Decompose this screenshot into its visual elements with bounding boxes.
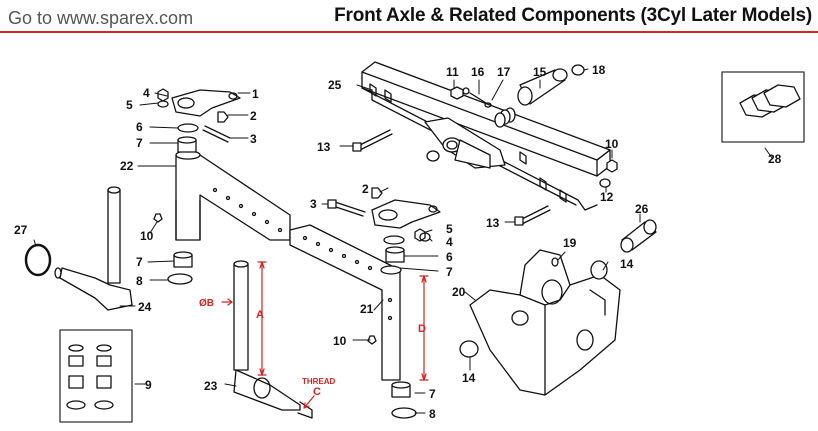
dust-seal-part[interactable] [24, 243, 52, 277]
thrust-washer-part[interactable] [177, 123, 199, 133]
callout-21: 21 [360, 302, 374, 316]
bolt-part[interactable] [202, 125, 231, 143]
callout-19: 19 [563, 236, 577, 250]
thrust-washer-part[interactable] [383, 235, 405, 245]
bolt-part[interactable] [327, 199, 366, 217]
axle-beam-part[interactable] [361, 61, 611, 211]
bush-part[interactable] [391, 381, 411, 398]
callout-8: 8 [429, 407, 436, 421]
bush-part[interactable] [177, 136, 197, 153]
callout-25: 25 [328, 78, 342, 92]
callout-3: 3 [310, 197, 317, 211]
nut-part[interactable] [450, 86, 464, 100]
washer-part[interactable] [419, 232, 431, 242]
callout-28: 28 [768, 152, 782, 166]
steering-arm-part[interactable] [371, 199, 441, 229]
axle-extension-part[interactable] [289, 224, 402, 381]
grease-nipple-part[interactable] [153, 213, 163, 223]
shim-set-part[interactable] [739, 84, 801, 118]
callout-7: 7 [136, 136, 143, 150]
callout-10: 10 [333, 334, 347, 348]
washer-part[interactable] [599, 178, 611, 188]
bush-part[interactable] [459, 260, 608, 358]
dimension-a-label: A [256, 309, 264, 321]
bush-kit-box [59, 329, 133, 423]
callout-15: 15 [533, 65, 547, 79]
dimension-markers [221, 261, 429, 409]
callout-13: 13 [317, 140, 331, 154]
callout-6: 6 [136, 120, 143, 134]
grease-nipple-part[interactable] [469, 92, 487, 104]
callout-4: 4 [446, 235, 453, 249]
bush-part[interactable] [494, 107, 516, 128]
stub-axle-kingpin-part[interactable] [233, 260, 313, 419]
callout-12: 12 [600, 190, 614, 204]
callout-27: 27 [14, 223, 28, 237]
callout-6: 6 [446, 250, 453, 264]
callout-2: 2 [362, 182, 369, 196]
callout-11: 11 [446, 65, 459, 79]
bolt-part[interactable] [352, 129, 393, 152]
callout-26: 26 [635, 202, 649, 216]
callout-10: 10 [605, 137, 619, 151]
callout-20: 20 [452, 285, 466, 299]
callout-7: 7 [446, 265, 453, 279]
callout-5: 5 [126, 98, 133, 112]
pivot-pin-part[interactable] [517, 68, 568, 106]
cotter-part[interactable] [217, 111, 229, 123]
callout-23: 23 [204, 379, 218, 393]
callout-8: 8 [136, 274, 143, 288]
website-link[interactable]: Go to www.sparex.com [8, 8, 194, 28]
page-title: Front Axle & Related Components (3Cyl La… [334, 5, 812, 26]
bush-kit-part[interactable] [66, 344, 114, 410]
washer-part[interactable] [426, 150, 440, 162]
callout-16: 16 [471, 65, 485, 79]
callout-18: 18 [592, 63, 606, 77]
bush-part[interactable] [620, 219, 657, 253]
bush-part[interactable] [173, 251, 193, 268]
nut-part[interactable] [606, 159, 618, 173]
callout-7: 7 [429, 387, 436, 401]
dimension-c-label: C [313, 386, 321, 398]
header-divider [0, 31, 818, 33]
thread-label: THREAD [302, 377, 336, 386]
thrust-bearing-part[interactable] [391, 407, 417, 419]
callout-13: 13 [486, 216, 500, 230]
snap-ring-part[interactable] [571, 64, 585, 76]
dimension-d-label: D [418, 323, 426, 335]
callout-22: 22 [120, 159, 134, 173]
thrust-bearing-part[interactable] [167, 273, 193, 285]
steering-arm-part[interactable] [171, 89, 241, 117]
callout-24: 24 [138, 300, 152, 314]
callout-10: 10 [140, 229, 154, 243]
leader-lines [33, 68, 773, 414]
bush-part[interactable] [385, 246, 405, 263]
callout-14: 14 [462, 371, 476, 385]
callout-3: 3 [250, 132, 257, 146]
callout-5: 5 [446, 222, 453, 236]
callout-1: 1 [252, 87, 259, 101]
callout-14: 14 [620, 257, 634, 271]
dimension-b-label: ØB [199, 298, 214, 309]
washer-part[interactable] [157, 100, 169, 108]
callout-7: 7 [136, 255, 143, 269]
stub-axle-part[interactable] [54, 186, 133, 311]
cotter-part[interactable] [371, 187, 383, 199]
shim-set-box [721, 71, 805, 143]
grease-nipple-part[interactable] [551, 257, 559, 267]
callout-9: 9 [145, 378, 152, 392]
callout-4: 4 [143, 86, 150, 100]
callout-2: 2 [250, 109, 257, 123]
axle-extension-part[interactable] [175, 150, 291, 241]
bolt-part[interactable] [514, 205, 551, 226]
callout-17: 17 [497, 65, 511, 79]
